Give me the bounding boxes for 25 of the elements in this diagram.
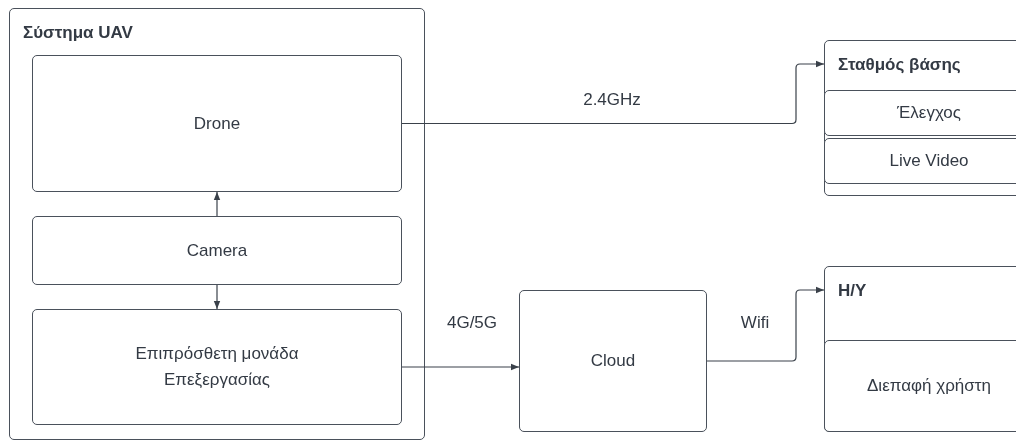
box-label: Drone <box>193 112 241 135</box>
arrow <box>401 60 825 125</box>
box-label: Έλεγχος <box>897 102 961 124</box>
arrow <box>213 191 221 217</box>
group-title: Σύστημα UAV <box>23 22 133 44</box>
box-label: Διεπαφή χρήστη <box>867 375 991 397</box>
process-box <box>32 55 402 192</box>
group-box <box>824 266 1016 432</box>
process-box <box>32 309 402 425</box>
process-box <box>824 90 1016 136</box>
process-box <box>824 340 1016 432</box>
process-box <box>824 138 1016 184</box>
box-label: Cloud <box>590 350 636 372</box>
arrow <box>401 363 520 371</box>
group-box <box>9 8 425 440</box>
box-label: Live Video <box>889 150 969 172</box>
group-title: H/Y <box>838 280 867 302</box>
process-box <box>519 290 707 432</box>
group-box <box>824 40 1016 196</box>
arrow <box>706 286 825 362</box>
process-box <box>32 216 402 285</box>
box-label: Camera <box>186 239 248 262</box>
box-label: Επιπρόσθετη μονάδα Επεξεργασίας <box>134 343 300 391</box>
group-title: Σταθμός βάσης <box>838 54 961 76</box>
arrow <box>213 284 221 310</box>
